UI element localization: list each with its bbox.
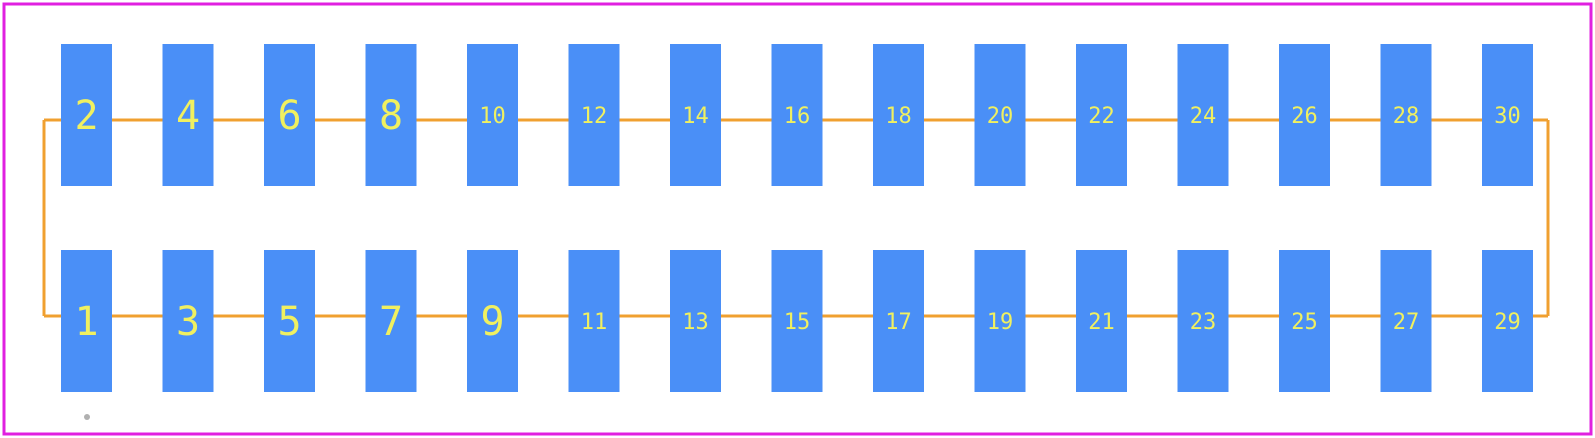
- pad-7: [365, 250, 417, 392]
- pad-label-8: 8: [379, 93, 403, 139]
- pad-1: [61, 250, 112, 392]
- pad-label-16: 16: [784, 104, 811, 129]
- pad-27: [1380, 250, 1432, 392]
- pad-label-1: 1: [74, 299, 98, 345]
- pad-18: [873, 44, 924, 186]
- pad-label-5: 5: [277, 299, 301, 345]
- pad-24: [1177, 44, 1229, 186]
- pad-label-19: 19: [987, 310, 1014, 335]
- pad-26: [1279, 44, 1330, 186]
- pad-label-7: 7: [379, 299, 403, 345]
- pad-label-14: 14: [682, 104, 709, 129]
- pad-12: [568, 44, 620, 186]
- pad-label-4: 4: [176, 93, 200, 139]
- pad-label-29: 29: [1494, 310, 1521, 335]
- pad-9: [467, 250, 518, 392]
- pad-2: [61, 44, 112, 186]
- pad-11: [568, 250, 620, 392]
- pad-label-30: 30: [1494, 104, 1521, 129]
- pad-4: [162, 44, 214, 186]
- pad-29: [1482, 250, 1533, 392]
- pad-label-27: 27: [1393, 310, 1420, 335]
- pad-label-26: 26: [1291, 104, 1318, 129]
- pad-20: [974, 44, 1026, 186]
- pad-19: [974, 250, 1026, 392]
- pad-13: [670, 250, 721, 392]
- pad-label-2: 2: [74, 93, 98, 139]
- pad-label-23: 23: [1190, 310, 1217, 335]
- pad-15: [771, 250, 823, 392]
- pad-25: [1279, 250, 1330, 392]
- pad-label-10: 10: [479, 104, 506, 129]
- pad-label-9: 9: [480, 299, 504, 345]
- pad-label-6: 6: [277, 93, 301, 139]
- pad-8: [365, 44, 417, 186]
- pin1-dot-icon: [84, 414, 90, 420]
- pad-label-13: 13: [682, 310, 709, 335]
- pad-22: [1076, 44, 1127, 186]
- pad-5: [264, 250, 315, 392]
- pad-label-21: 21: [1088, 310, 1115, 335]
- pad-label-15: 15: [784, 310, 811, 335]
- pad-14: [670, 44, 721, 186]
- pad-16: [771, 44, 823, 186]
- pad-label-3: 3: [176, 299, 200, 345]
- pad-6: [264, 44, 315, 186]
- pad-label-24: 24: [1190, 104, 1217, 129]
- pad-3: [162, 250, 214, 392]
- pad-label-25: 25: [1291, 310, 1318, 335]
- pad-label-28: 28: [1393, 104, 1420, 129]
- pad-30: [1482, 44, 1533, 186]
- pad-label-20: 20: [987, 104, 1014, 129]
- pad-23: [1177, 250, 1229, 392]
- pad-label-17: 17: [885, 310, 912, 335]
- pad-17: [873, 250, 924, 392]
- pad-label-18: 18: [885, 104, 912, 129]
- pad-label-22: 22: [1088, 104, 1115, 129]
- pad-10: [467, 44, 518, 186]
- pad-label-12: 12: [581, 104, 608, 129]
- pad-label-11: 11: [581, 310, 608, 335]
- pad-28: [1380, 44, 1432, 186]
- pad-21: [1076, 250, 1127, 392]
